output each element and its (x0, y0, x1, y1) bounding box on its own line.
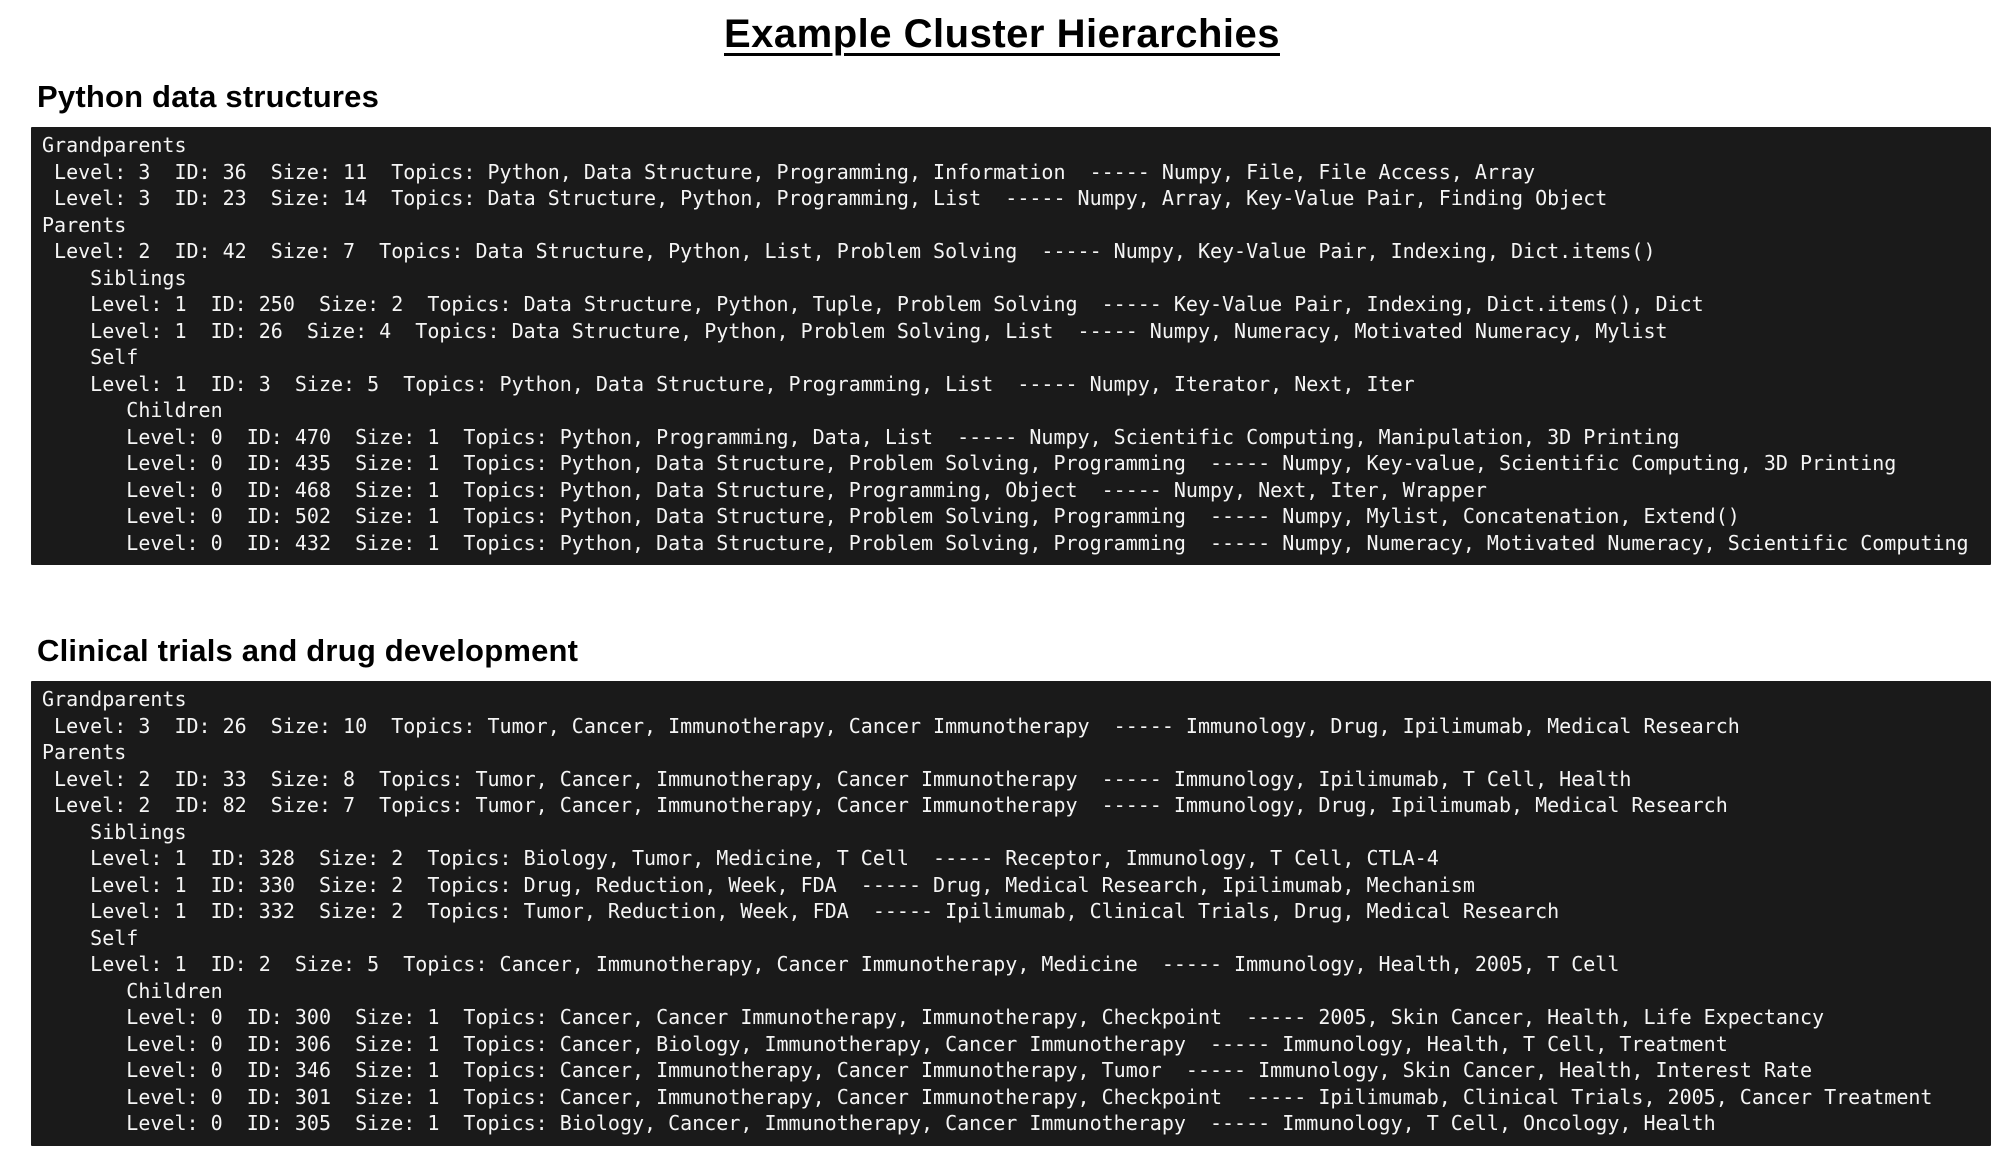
page-title: Example Cluster Hierarchies (724, 12, 1280, 56)
section-clinical: Clinical trials and drug development Gra… (31, 633, 1991, 1146)
console-text-clinical: Grandparents Level: 3 ID: 26 Size: 10 To… (42, 687, 1933, 1135)
clinical-cluster-console: Grandparents Level: 3 ID: 26 Size: 10 To… (31, 681, 1991, 1146)
console-text-python: Grandparents Level: 3 ID: 36 Size: 11 To… (42, 133, 1969, 555)
python-cluster-console: Grandparents Level: 3 ID: 36 Size: 11 To… (31, 127, 1991, 565)
section-python: Python data structures Grandparents Leve… (31, 79, 1991, 565)
section-heading-python: Python data structures (37, 79, 380, 114)
section-heading-clinical: Clinical trials and drug development (37, 633, 579, 668)
page: Example Cluster Hierarchies Python data … (0, 12, 2004, 1146)
